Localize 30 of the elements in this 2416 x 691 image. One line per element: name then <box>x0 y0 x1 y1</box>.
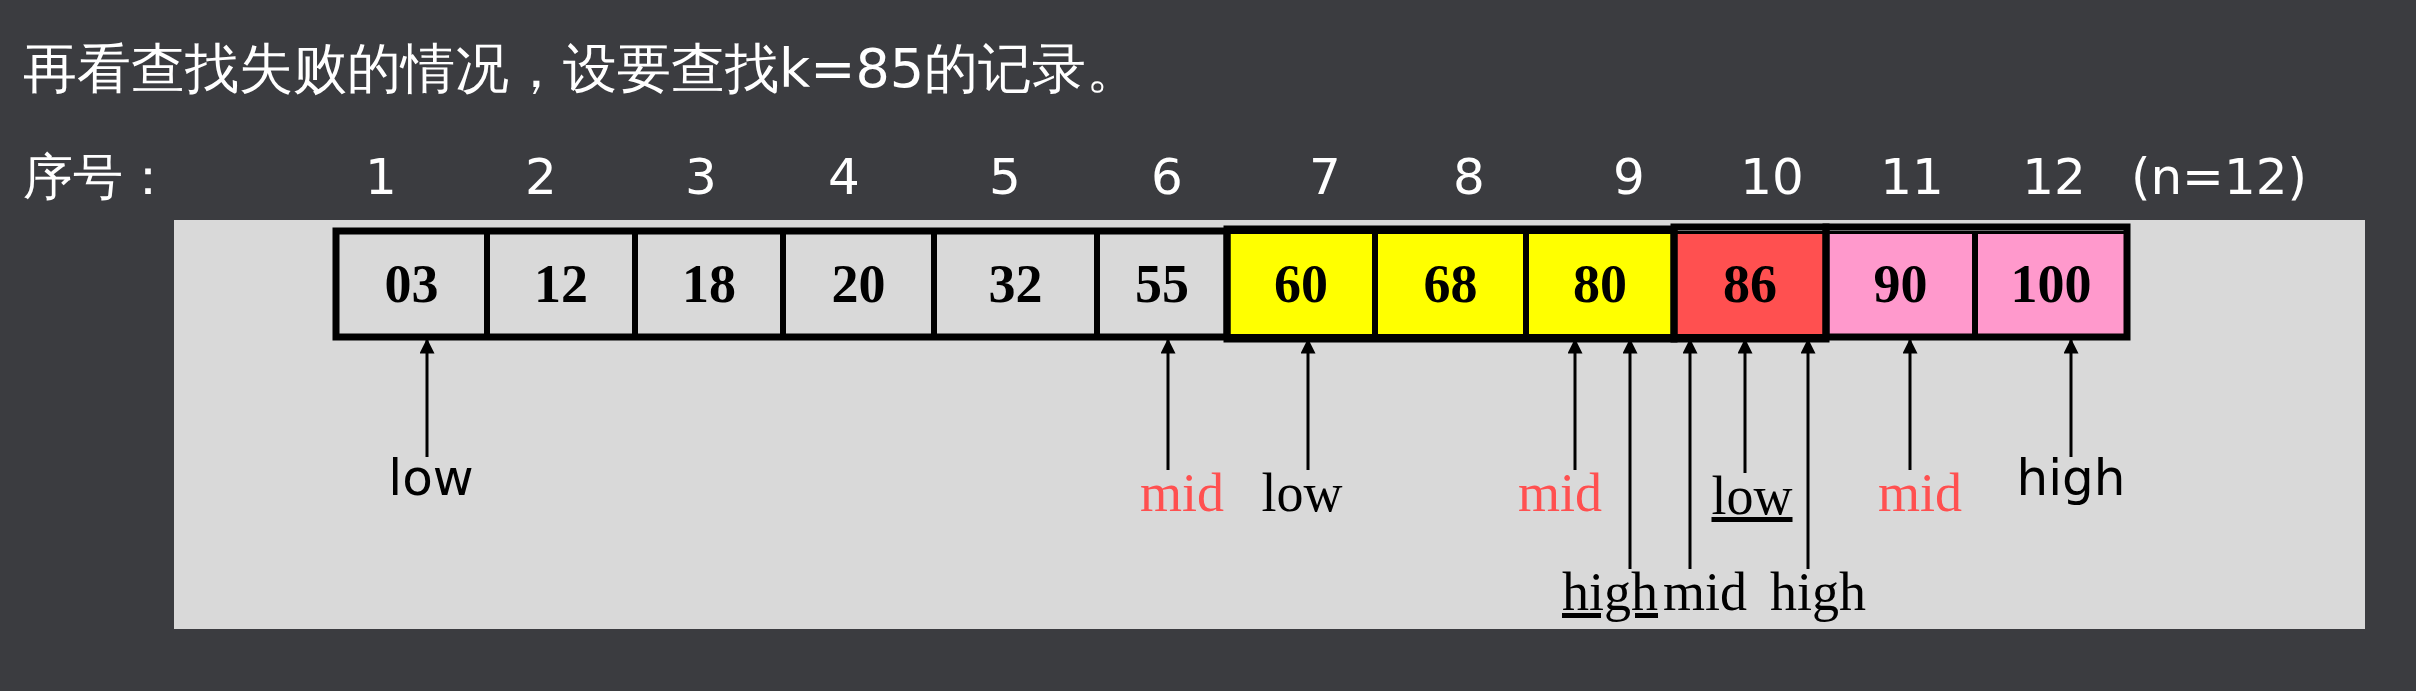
pointer-label: low <box>388 453 474 503</box>
pointer-label: low <box>1711 469 1793 523</box>
array-cell: 100 <box>1975 231 2127 337</box>
index-number: (n=12) <box>2130 152 2308 202</box>
arrow <box>2063 338 2079 457</box>
index-number: 1 <box>365 152 397 202</box>
title: 再看查找失败的情况，设要查找k=85的记录。 <box>23 42 1141 96</box>
array-cell: 80 <box>1526 231 1674 337</box>
index-number: 6 <box>1151 152 1183 202</box>
pointer-label: mid <box>1140 466 1224 520</box>
index-number: 4 <box>828 152 860 202</box>
index-number: 8 <box>1453 152 1485 202</box>
pointer-label: mid <box>1663 565 1747 619</box>
arrow <box>1902 338 1918 470</box>
index-number: 10 <box>1740 152 1804 202</box>
index-number: 3 <box>685 152 717 202</box>
pointer-label: mid <box>1518 466 1602 520</box>
index-number: 9 <box>1613 152 1645 202</box>
row-heading: 序号： <box>23 152 173 202</box>
pointer-label: high <box>2016 453 2126 503</box>
pointer-label: low <box>1261 466 1343 520</box>
index-number: 5 <box>989 152 1021 202</box>
index-number: 11 <box>1880 152 1944 202</box>
index-number: 2 <box>525 152 557 202</box>
index-number: 7 <box>1309 152 1341 202</box>
arrow <box>1160 338 1176 470</box>
index-number: 12 <box>2022 152 2086 202</box>
pointer-label: mid <box>1878 466 1962 520</box>
arrow <box>419 338 435 457</box>
array-cell: 68 <box>1375 231 1526 337</box>
